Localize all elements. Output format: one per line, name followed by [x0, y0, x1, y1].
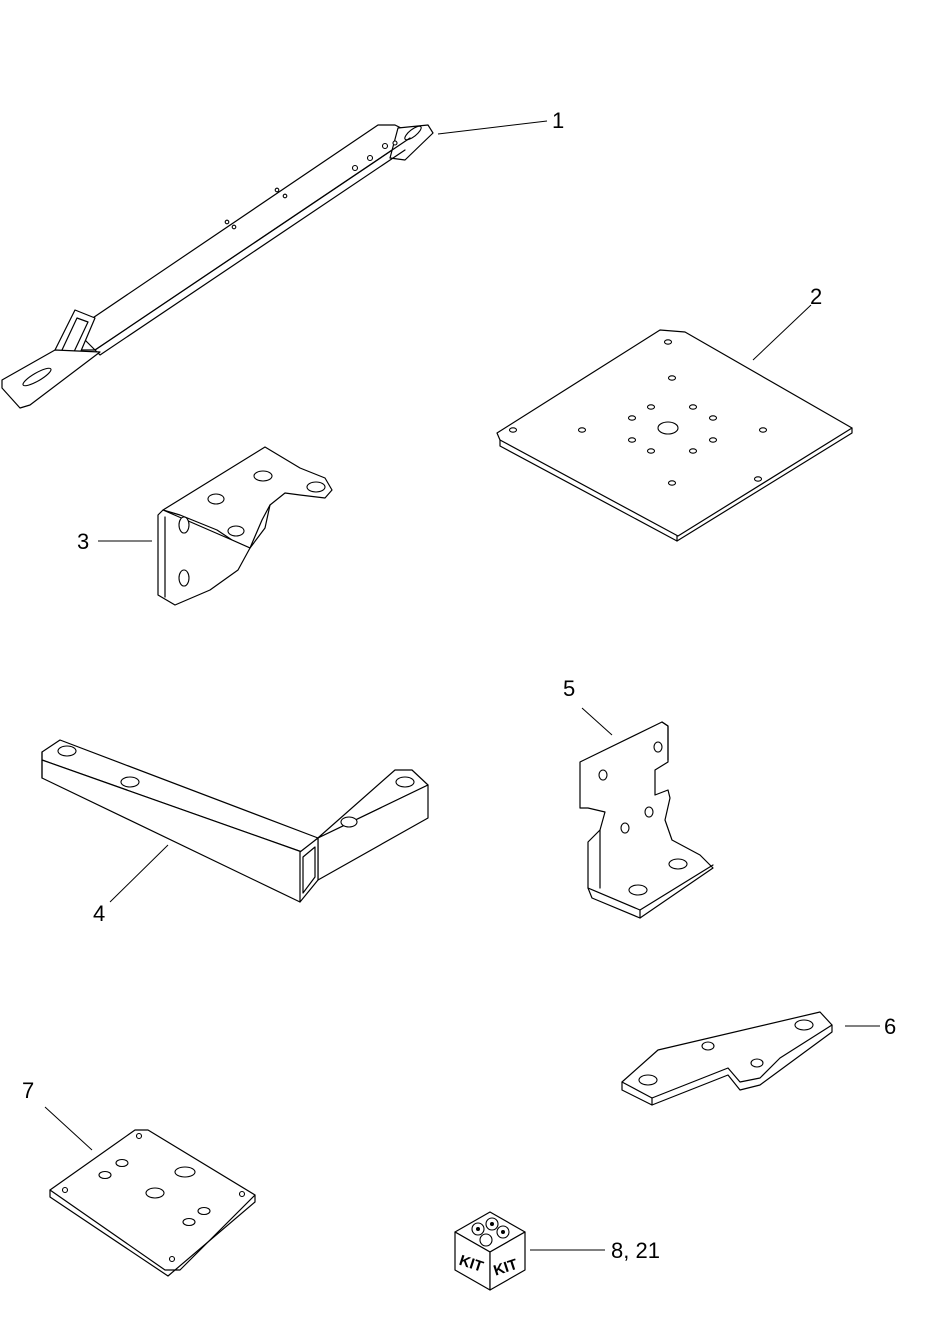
kit-label-right: KIT [491, 1256, 519, 1280]
part-3-angle-bracket [157, 446, 333, 606]
part-4-l-tube [41, 739, 429, 903]
callout-4: 4 [93, 901, 105, 926]
leader-1 [437, 120, 548, 135]
callout-2: 2 [810, 284, 822, 309]
leader-5 [581, 707, 613, 736]
leader-2 [752, 304, 812, 361]
callout-6: 6 [884, 1014, 896, 1039]
kit-box-icon: KIT KIT [454, 1211, 526, 1291]
part-5-cut-bracket [579, 721, 714, 919]
callout-7: 7 [22, 1078, 34, 1103]
callout-8-21: 8, 21 [611, 1238, 660, 1263]
kit-label-left: KIT [457, 1252, 485, 1276]
leader-4 [109, 844, 169, 903]
part-2-square-plate [496, 329, 853, 542]
callout-3: 3 [77, 529, 89, 554]
callout-5: 5 [563, 676, 575, 701]
part-7-small-plate [49, 1129, 256, 1277]
leader-7 [44, 1106, 93, 1151]
part-1-long-bar [1, 124, 434, 409]
part-6-link-plate [621, 1011, 833, 1106]
callout-1: 1 [552, 108, 564, 133]
